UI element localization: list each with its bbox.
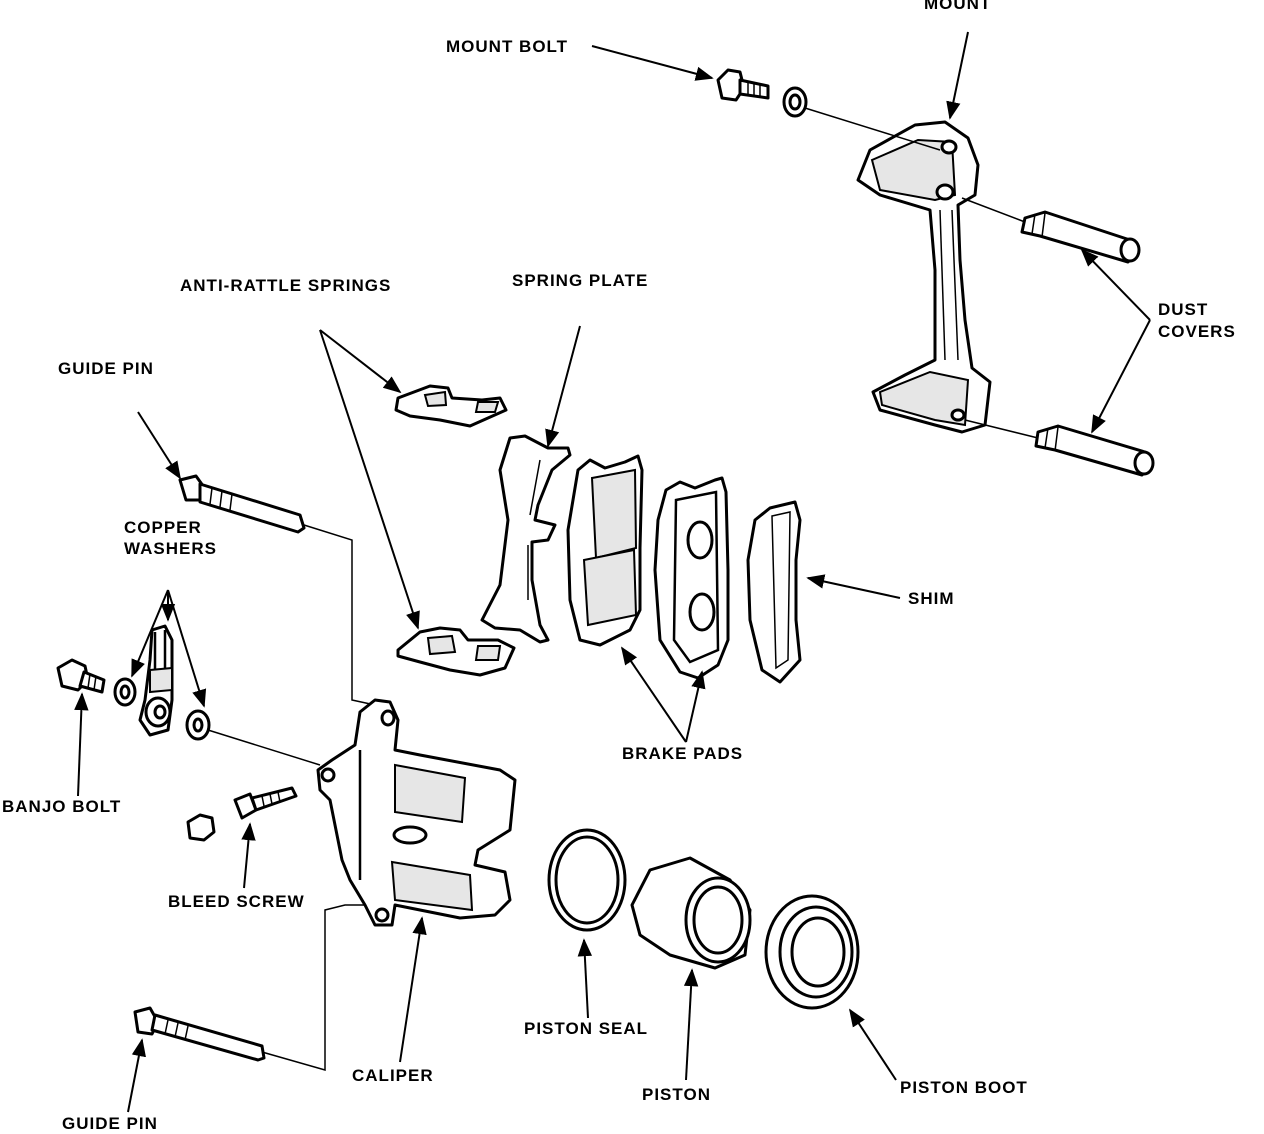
mount-bolt	[716, 68, 808, 118]
label-bleed-screw: BLEED SCREW	[168, 892, 305, 911]
bleed-screw	[233, 786, 298, 820]
label-dust-covers-line1: DUST	[1158, 300, 1209, 319]
label-spring-plate: SPRING PLATE	[512, 271, 649, 290]
label-piston-boot: PISTON BOOT	[900, 1078, 1028, 1097]
bleed-screw-cap	[186, 813, 216, 842]
spring-plate	[480, 434, 572, 644]
label-shim: SHIM	[908, 589, 955, 608]
brake-pad-inner	[566, 454, 644, 647]
brake-pad-outer	[653, 476, 730, 680]
caliper	[316, 698, 517, 927]
piston-seal	[547, 828, 627, 932]
label-anti-rattle-springs: ANTI-RATTLE SPRINGS	[180, 276, 392, 295]
brake-hose-banjo-fitting	[138, 624, 174, 737]
dust-cover-upper-alignment-line	[961, 197, 1026, 223]
anti-rattle-spring-lower	[396, 626, 516, 677]
piston	[630, 856, 752, 970]
dust-cover-pin-upper	[1020, 210, 1141, 264]
shim	[746, 500, 802, 684]
piston-boot	[764, 894, 860, 1010]
mount-bolt-alignment-line	[804, 107, 941, 151]
label-brake-pads: BRAKE PADS	[622, 744, 744, 763]
anti-rattle-spring-upper	[394, 384, 508, 428]
label-piston-seal: PISTON SEAL	[524, 1019, 649, 1038]
guide-pin-upper	[178, 474, 306, 534]
leader-arrows	[74, 31, 1151, 1113]
label-mount: MOUNT	[924, 0, 992, 13]
label-piston: PISTON	[642, 1085, 711, 1104]
guide-pin-upper-alignment-line	[303, 524, 376, 706]
banjo-bolt	[56, 658, 106, 694]
copper-washer-right	[185, 709, 211, 741]
dust-cover-pin-lower	[1034, 424, 1155, 477]
label-copper-washers-line2: WASHERS	[124, 539, 217, 558]
guide-pin-lower-alignment-line	[261, 904, 365, 1071]
dust-cover-lower-alignment-line	[964, 419, 1039, 439]
label-guide-pin-bottom: GUIDE PIN	[62, 1114, 158, 1133]
label-copper-washers-line1: COPPER	[124, 518, 202, 537]
banjo-alignment-line	[207, 729, 321, 766]
mount-bracket	[856, 120, 992, 434]
label-banjo-bolt: BANJO BOLT	[2, 797, 122, 816]
label-dust-covers-line2: COVERS	[1158, 322, 1236, 341]
label-guide-pin-top: GUIDE PIN	[58, 359, 154, 378]
label-mount-bolt: MOUNT BOLT	[446, 37, 569, 56]
label-caliper: CALIPER	[352, 1066, 434, 1085]
copper-washer-left	[113, 677, 137, 707]
guide-pin-lower	[133, 1006, 266, 1062]
